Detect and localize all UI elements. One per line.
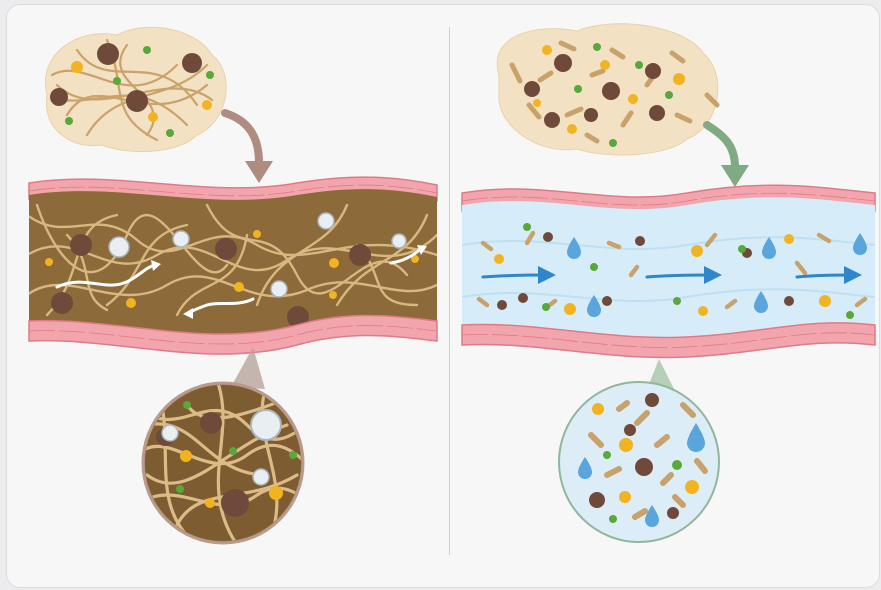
magnifier-circle-icon bbox=[559, 359, 719, 542]
right-panel bbox=[462, 24, 875, 542]
illustration bbox=[7, 5, 880, 588]
tangle-cloud-icon bbox=[45, 27, 226, 151]
curved-arrow-icon bbox=[225, 113, 273, 183]
left-panel bbox=[27, 27, 437, 555]
vessel-clogged bbox=[27, 177, 437, 354]
vessel-clear bbox=[462, 185, 875, 357]
particle-cloud-icon bbox=[497, 24, 718, 155]
magnifier-circle-icon bbox=[137, 347, 317, 555]
figure-card bbox=[6, 4, 880, 588]
curved-arrow-icon bbox=[707, 125, 749, 187]
